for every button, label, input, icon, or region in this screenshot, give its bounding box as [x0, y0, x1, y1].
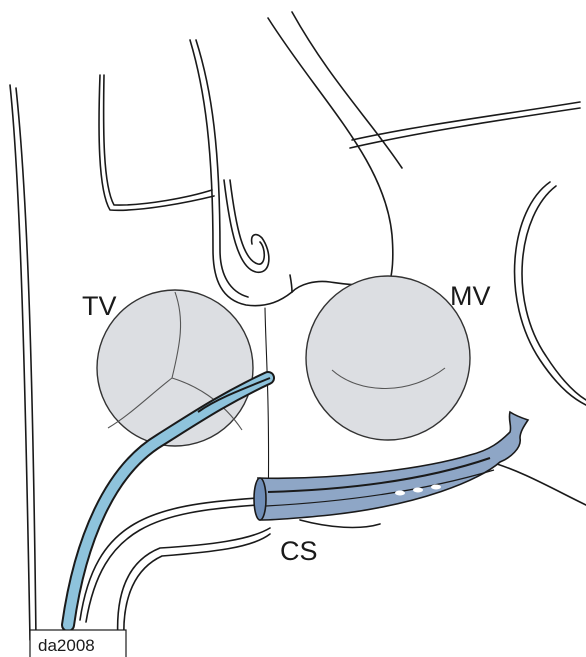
mitral-valve — [306, 276, 470, 440]
tv-label: TV — [82, 291, 117, 321]
cs-label: CS — [280, 536, 318, 566]
credit-label: da2008 — [38, 636, 95, 655]
left-heart-wall — [10, 85, 36, 640]
upper-right-vessel — [350, 102, 580, 148]
credit-box: da2008 — [30, 630, 126, 657]
upper-left-vessel — [99, 75, 214, 210]
mv-label: MV — [450, 281, 491, 311]
right-heart-wall — [515, 182, 586, 405]
aortic-root — [190, 12, 402, 306]
